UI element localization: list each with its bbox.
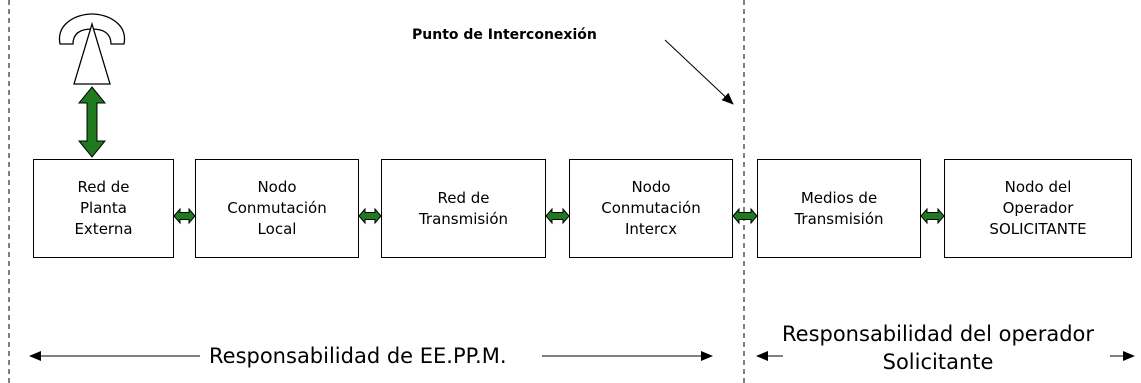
box-nodo-operador-solicitante: Nodo del Operador SOLICITANTE [944,159,1132,258]
connector-arrow-2 [358,207,382,225]
connector-arrow-1 [173,207,196,225]
interconnection-pointer [664,39,734,105]
box-label: Nodo Conmutación Intercx [601,178,701,238]
connector-arrow-4 [732,207,758,225]
box-label: Nodo Conmutación Local [227,178,327,238]
vertical-double-arrow [77,86,107,158]
box-nodo-conmutacion-intercx: Nodo Conmutación Intercx [569,159,733,258]
box-medios-transmision: Medios de Transmisión [757,159,921,258]
interconnection-point-label: Punto de Interconexión [412,27,597,43]
box-label: Nodo del Operador SOLICITANTE [989,178,1087,238]
box-label: Medios de Transmisión [794,188,884,228]
box-nodo-conmutacion-local: Nodo Conmutación Local [195,159,359,258]
box-label: Red de Transmisión [418,188,509,228]
telephone-icon [58,13,126,85]
box-label: Red de Planta Externa [74,178,133,238]
connector-arrow-3 [545,207,570,225]
responsibility-operator-label: Responsabilidad del operador Solicitante [782,322,1095,374]
responsibility-eeppm-label: Responsabilidad de EE.PP.M. [205,344,511,368]
box-red-planta-externa: Red de Planta Externa [33,159,174,258]
box-red-transmision: Red de Transmisión [381,159,546,258]
connector-arrow-5 [920,207,945,225]
